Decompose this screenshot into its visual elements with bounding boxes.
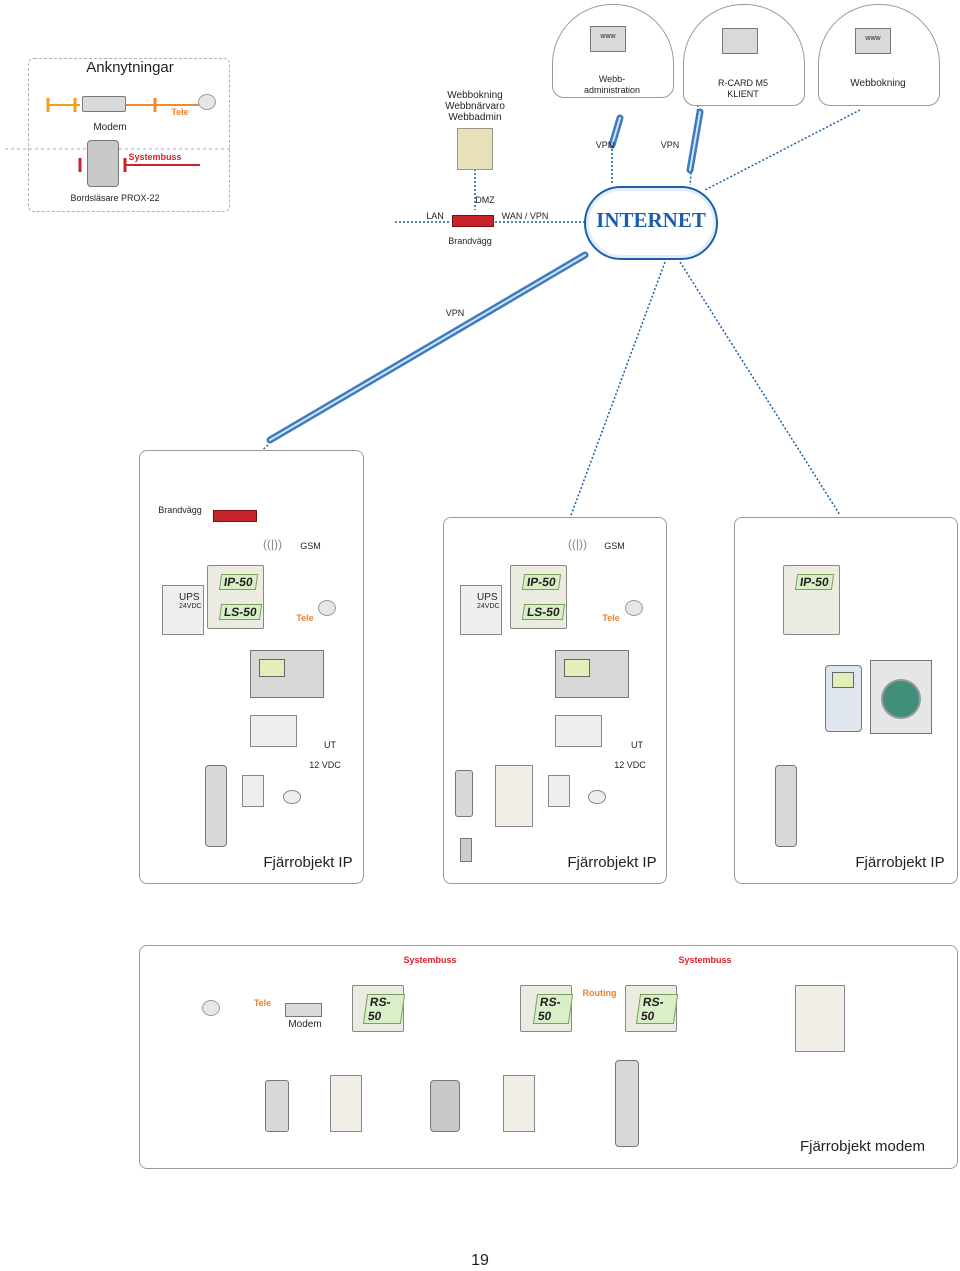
firewall-icon [452, 215, 494, 227]
modem-label: Modem [288, 1019, 322, 1030]
panel3-title: Fjärrobjekt IP [855, 854, 945, 871]
modem-door-lock-icon [615, 1060, 639, 1147]
panel2-detector-icon [588, 790, 606, 804]
panel1-title: Fjärrobjekt IP [263, 854, 353, 871]
modem-systembuss-label-1: Systembuss [403, 955, 457, 965]
dmz-label: DMZ [475, 195, 495, 205]
panel2-io-module-icon [555, 715, 602, 747]
panel1-ups: UPS 24VDC [162, 585, 204, 635]
panel3-ip50-unit: IP-50 [783, 565, 840, 635]
brandvagg-label: Brandvägg [448, 236, 492, 246]
panel1-io-module-icon [250, 715, 297, 747]
panel2-tele-label: Tele [602, 613, 620, 623]
panel1-phone-socket-icon [318, 600, 336, 616]
wan-label: WAN / VPN [501, 211, 549, 221]
modem-card-reader-icon [430, 1080, 460, 1132]
legend-systembuss-label: Systembuss [128, 152, 182, 162]
rs50-tag-1: RS-50 [362, 994, 406, 1024]
panel2-ls50-tag: LS-50 [521, 604, 565, 620]
panel2-gsm-antenna-icon: ((|)) [567, 537, 588, 551]
modem-device-icon [285, 1003, 322, 1017]
panel1-gsm-label: GSM [300, 541, 321, 551]
modem-rs50-unit-1: RS-50 [352, 985, 406, 1032]
modem-cabinet-icon-1 [330, 1075, 362, 1132]
panel2-ip50-ls50-unit: IP-50 LS-50 [510, 565, 567, 629]
internet-cloud: INTERNET [584, 186, 718, 260]
page-number: 19 [471, 1252, 489, 1269]
vpn-label-3: VPN [445, 308, 465, 318]
panel1-sensor-icon [242, 775, 264, 807]
modem-systembuss-label-2: Systembuss [678, 955, 732, 965]
modem-cabinet-icon-right [795, 985, 845, 1052]
client1-label: Webb-administration [583, 74, 641, 95]
lan-label: LAN [426, 211, 444, 221]
laptop-icon-3: www [855, 28, 891, 54]
server-icon [457, 128, 493, 170]
panel2-ip50-tag: IP-50 [521, 574, 561, 590]
rs50-tag-2: RS-50 [532, 994, 574, 1024]
panel-fjarrobjekt-modem [139, 945, 958, 1169]
panel2-ups: UPS 24VDC [460, 585, 502, 635]
panel3-terminal-icon [825, 665, 862, 732]
modem-phone-socket-icon [202, 1000, 220, 1016]
legend-box [28, 58, 230, 212]
panel2-sensor-icon [548, 775, 570, 807]
legend-tele-label: Tele [171, 107, 189, 117]
panel2-title: Fjärrobjekt IP [567, 854, 657, 871]
vpn-label-2: VPN [660, 140, 680, 150]
modem-icon [82, 96, 126, 112]
modem-tele-label: Tele [253, 998, 272, 1008]
panel1-firewall-icon [213, 510, 257, 522]
legend-reader-label: Bordsläsare PROX-22 [70, 193, 160, 203]
laptop-icon: www [590, 26, 626, 52]
panel2-controller-icon [555, 650, 629, 698]
panel1-ip50-tag: IP-50 [218, 574, 258, 590]
legend-modem-label: Modem [93, 122, 127, 133]
modem-rs50-unit-3: RS-50 [625, 985, 679, 1032]
routing-label: Routing [582, 988, 617, 998]
panel1-ip50-ls50-unit: IP-50 LS-50 [207, 565, 264, 629]
vpn-label-1: VPN [595, 140, 615, 150]
washing-machine-icon [870, 660, 932, 734]
panel1-detector-icon [283, 790, 301, 804]
modem-cabinet-icon-2 [503, 1075, 535, 1132]
panel1-12vdc-label: 12 VDC [309, 760, 341, 770]
panel3-ip50-tag: IP-50 [794, 574, 834, 590]
legend-title: Anknytningar [86, 59, 174, 76]
client-bubble-webbokning [818, 4, 940, 106]
modem-panel-title: Fjärrobjekt modem [799, 1138, 926, 1155]
panel2-cabinet-icon [495, 765, 533, 827]
panel1-ls50-tag: LS-50 [218, 604, 262, 620]
panel1-brandvagg-label: Brandvägg [158, 505, 202, 515]
panel1-controller-icon [250, 650, 324, 698]
panel2-gsm-label: GSM [604, 541, 625, 551]
panel1-ut-label: UT [324, 740, 336, 750]
panel1-tele-label: Tele [296, 613, 314, 623]
panel3-door-lock-icon [775, 765, 797, 847]
panel2-ut-label: UT [631, 740, 643, 750]
laptop-icon-2 [722, 28, 758, 54]
rs50-tag-3: RS-50 [635, 994, 679, 1024]
gsm-antenna-icon: ((|)) [262, 537, 283, 551]
client3-label: Webbokning [850, 78, 906, 89]
panel1-door-lock-icon [205, 765, 227, 847]
panel2-keypad-icon [455, 770, 473, 817]
panel2-door-contact-icon [460, 838, 472, 862]
panel2-12vdc-label: 12 VDC [614, 760, 646, 770]
modem-rs50-unit-2: RS-50 [520, 985, 574, 1032]
card-reader-icon [87, 140, 119, 187]
phone-socket-icon [198, 94, 216, 110]
client-bubble-rcard [683, 4, 805, 106]
panel2-phone-socket-icon [625, 600, 643, 616]
modem-keypad-icon [265, 1080, 289, 1132]
